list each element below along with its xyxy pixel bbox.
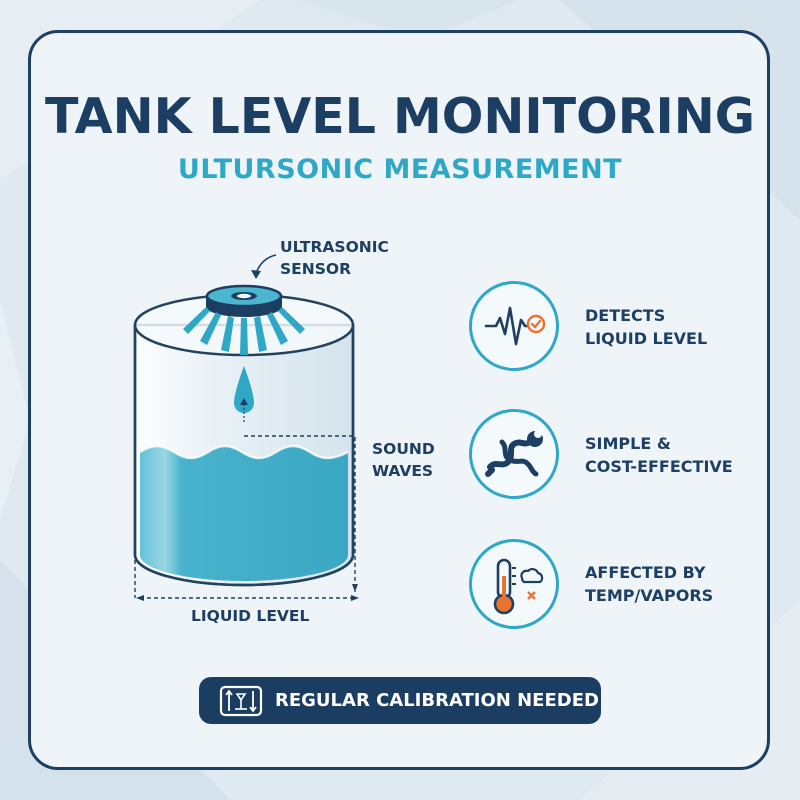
ultrasonic-sensor <box>205 284 283 317</box>
liquid <box>140 446 348 581</box>
feature-circle-affected <box>469 539 559 629</box>
droplet-icon <box>234 366 254 413</box>
sensor-callout-arrow <box>255 254 277 274</box>
wrench-icon <box>485 430 543 477</box>
sensor-label: ULTRASONIC SENSOR <box>280 238 389 278</box>
calibration-banner: REGULAR CALIBRATION NEEDED <box>199 677 601 724</box>
liquid-level-label: LIQUID LEVEL <box>191 607 310 625</box>
page-subtitle: ULTURSONIC MEASUREMENT <box>177 154 623 185</box>
feature-label-simple: SIMPLE & COST-EFFECTIVE <box>585 434 733 476</box>
feature-label-detect: DETECTS LIQUID LEVEL <box>585 306 708 348</box>
waveform-check-icon <box>484 306 546 346</box>
feature-label-affected: AFFECTED BY TEMP/VAPORS <box>585 563 714 605</box>
feature-circle-detect <box>469 281 559 371</box>
feature-circle-simple <box>469 409 559 499</box>
thermometer-vapor-icon <box>493 558 544 615</box>
page-title: TANK LEVEL MONITORING <box>45 88 755 145</box>
calibration-banner-text: REGULAR CALIBRATION NEEDED <box>275 690 599 711</box>
sound-wave-rays <box>183 307 305 355</box>
measurement-lines <box>134 435 356 599</box>
sound-waves-label: SOUND WAVES <box>372 440 435 480</box>
tank <box>133 293 355 587</box>
calibration-icon <box>219 685 263 717</box>
